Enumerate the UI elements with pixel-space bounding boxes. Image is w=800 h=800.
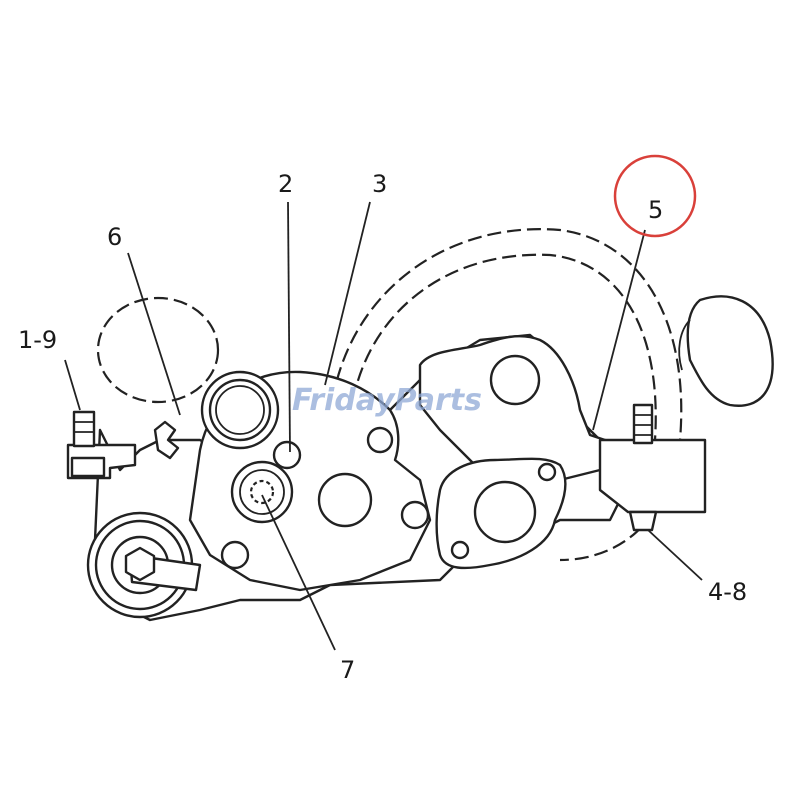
leader-7 xyxy=(261,494,336,651)
leader-2 xyxy=(287,201,291,453)
flange-nut xyxy=(628,510,658,532)
phantom-large-gear-inner xyxy=(348,253,657,441)
plate-bore xyxy=(489,354,541,406)
callout-5: 5 xyxy=(648,196,663,224)
leader-5 xyxy=(592,229,646,431)
right-flange xyxy=(598,438,707,514)
bracket-nut xyxy=(70,456,106,478)
leader-6 xyxy=(127,252,181,416)
leader-3 xyxy=(324,201,371,386)
callout-1-9: 1-9 xyxy=(18,326,57,354)
leader-4-8 xyxy=(647,529,703,581)
leader-1-9 xyxy=(64,359,81,411)
dowel-pin xyxy=(272,440,302,470)
highlight-circle xyxy=(613,154,697,238)
watermark-logo: FridayParts xyxy=(292,383,482,418)
callout-2: 2 xyxy=(278,170,293,198)
callout-3: 3 xyxy=(372,170,387,198)
callout-6: 6 xyxy=(107,223,122,251)
outlet-port xyxy=(473,480,537,544)
gear-teeth xyxy=(153,420,180,460)
body-bore xyxy=(317,472,373,528)
stud-bolt xyxy=(632,403,654,445)
callout-7: 7 xyxy=(340,656,355,684)
pulley-nut xyxy=(124,546,156,582)
bracket-bolt xyxy=(72,410,96,448)
drive-shaft-boss xyxy=(230,460,294,524)
shaft-end xyxy=(686,295,774,407)
phantom-small-gear xyxy=(96,296,220,404)
callout-4-8: 4-8 xyxy=(708,578,747,606)
